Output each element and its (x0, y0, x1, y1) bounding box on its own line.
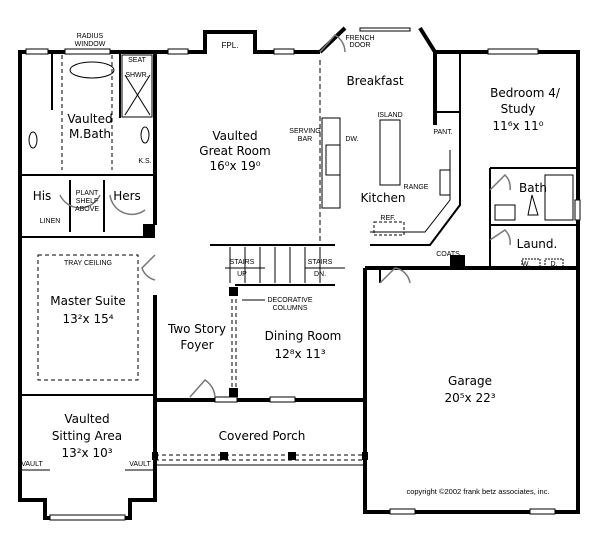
svg-text:COLUMNS: COLUMNS (272, 305, 307, 312)
svg-text:DOOR: DOOR (350, 42, 371, 49)
stairs-up-label: STAIRS (230, 259, 255, 266)
serving-bar-label: SERVING (289, 128, 320, 135)
fixtures (28, 54, 574, 381)
plant-shelf-note: PLANT (76, 190, 99, 197)
svg-text:UP: UP (237, 271, 247, 278)
breakfast-label: Breakfast (346, 74, 403, 88)
svg-text:SHELF: SHELF (76, 198, 99, 205)
refrigerator-label: REF. (380, 215, 395, 222)
interior-walls (20, 52, 578, 466)
staircase (229, 247, 321, 283)
copyright-notice: copyright ©2002 frank betz associates, i… (406, 487, 549, 496)
annotations: RADIUS WINDOW FPL. FRENCH DOOR SEAT SHWR… (21, 33, 557, 496)
doors (59, 34, 511, 398)
tub (69, 61, 115, 79)
tray-ceiling-note: TRAY CEILING (64, 260, 112, 267)
decorative-columns-note: DECORATIVE (268, 297, 313, 304)
washer-label: W. (522, 261, 530, 268)
svg-text:WINDOW: WINDOW (75, 41, 106, 48)
fireplace-label: FPL. (222, 41, 239, 50)
french-door-note: FRENCH (345, 35, 374, 42)
kitchen-label: Kitchen (360, 191, 405, 205)
coats-closet-label: COATS (436, 251, 460, 258)
stairs-down-label: STAIRS (308, 259, 333, 266)
range-label: RANGE (404, 184, 429, 191)
windows (25, 27, 581, 521)
dishwasher-label: DW. (345, 136, 358, 143)
vault-right-note: VAULT (129, 461, 151, 468)
bath-label: Bath (519, 181, 547, 195)
radius-window-note: RADIUS (77, 33, 104, 40)
laundry-label: Laund. (517, 237, 558, 251)
his-closet-label: His (33, 189, 52, 203)
knee-space-label: K.S. (138, 158, 151, 165)
seat-label: SEAT (128, 57, 146, 64)
svg-text:ABOVE: ABOVE (75, 206, 99, 213)
island (379, 119, 401, 186)
columns (143, 224, 465, 460)
svg-text:BAR: BAR (298, 136, 312, 143)
island-label: ISLAND (377, 112, 402, 119)
linen-label: LINEN (40, 218, 61, 225)
shower-label: SHWR. (125, 72, 148, 79)
vault-left-note: VAULT (21, 461, 43, 468)
hers-closet-label: Hers (113, 189, 141, 203)
covered-porch-label: Covered Porch (219, 429, 306, 443)
exterior-walls (18, 26, 580, 520)
pantry-label: PANT. (433, 129, 452, 136)
svg-text:DN.: DN. (314, 271, 326, 278)
dryer-label: D. (551, 261, 558, 268)
